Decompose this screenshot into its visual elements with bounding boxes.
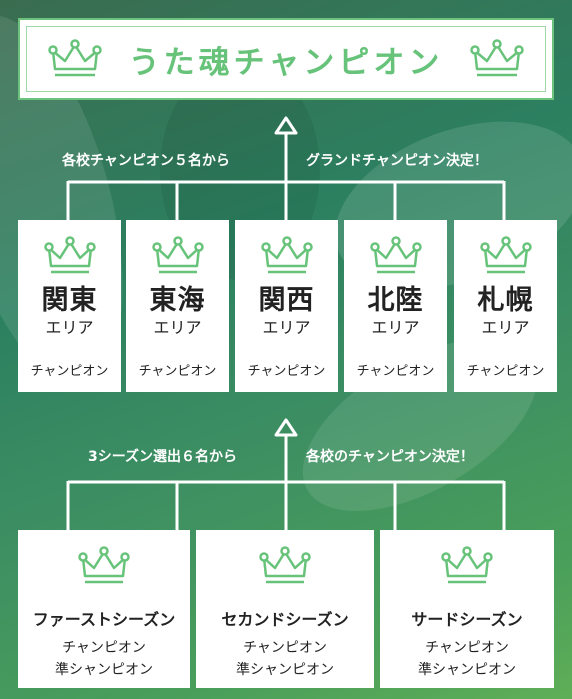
area-card-tokai: 東海 エリア チャンピオン: [126, 220, 229, 392]
crown-icon: [78, 546, 130, 584]
season-line: チャンピオン: [425, 640, 509, 656]
crown-icon: [369, 236, 422, 274]
crown-icon: [43, 236, 96, 274]
area-role: チャンピオン: [138, 364, 217, 379]
area-role: チャンピオン: [356, 364, 435, 379]
season-line: 準シャンピオン: [418, 662, 516, 678]
season-line: 準シャンピオン: [236, 662, 334, 678]
tier2-note-right: 各校のチャンピオン決定！: [306, 449, 474, 465]
season-line: 準シャンピオン: [55, 662, 153, 678]
crown-icon: [47, 39, 102, 77]
area-name: 札幌: [477, 285, 534, 316]
arrow-up-icon: [274, 116, 298, 135]
crown-icon: [441, 546, 493, 584]
crown-icon: [470, 39, 525, 77]
tier1-note-left: 各校チャンピオン５名から: [62, 153, 230, 169]
area-sub: エリア: [45, 318, 94, 337]
area-sub: エリア: [371, 318, 420, 337]
crown-icon: [259, 546, 311, 584]
area-sub: エリア: [262, 318, 311, 337]
tier2-note-left: 3シーズン選出６名から: [88, 449, 238, 465]
area-card-kansai: 関西 エリア チャンピオン: [235, 220, 338, 392]
area-name: 東海: [149, 285, 206, 316]
area-role: チャンピオン: [247, 364, 326, 379]
season-card-third: サードシーズン チャンピオン 準シャンピオン: [380, 530, 554, 688]
page-title: うた魂チャンピオン: [128, 44, 444, 81]
area-card-kanto: 関東 エリア チャンピオン: [18, 220, 121, 392]
area-role: チャンピオン: [466, 364, 545, 379]
season-line: チャンピオン: [62, 640, 146, 656]
tier1-note-right: グランドチャンピオン決定！: [306, 153, 488, 169]
area-name: 関東: [41, 285, 98, 316]
area-sub: エリア: [153, 318, 202, 337]
area-name: 関西: [258, 285, 315, 316]
arrow-up-icon: [274, 418, 298, 437]
area-card-hokuriku: 北陸 エリア チャンピオン: [344, 220, 447, 392]
crown-icon: [151, 236, 204, 274]
area-card-sapporo: 札幌 エリア チャンピオン: [454, 220, 557, 392]
season-card-first: ファーストシーズン チャンピオン 準シャンピオン: [18, 530, 190, 688]
season-card-second: セカンドシーズン チャンピオン 準シャンピオン: [196, 530, 374, 688]
area-role: チャンピオン: [30, 364, 109, 379]
season-name: サードシーズン: [411, 610, 523, 629]
area-name: 北陸: [367, 285, 424, 316]
season-name: セカンドシーズン: [221, 610, 349, 629]
crown-icon: [260, 236, 313, 274]
crown-icon: [479, 236, 532, 274]
season-line: チャンピオン: [243, 640, 327, 656]
area-sub: エリア: [481, 318, 530, 337]
title-banner: うた魂チャンピオン: [18, 18, 554, 100]
season-name: ファーストシーズン: [32, 610, 176, 629]
